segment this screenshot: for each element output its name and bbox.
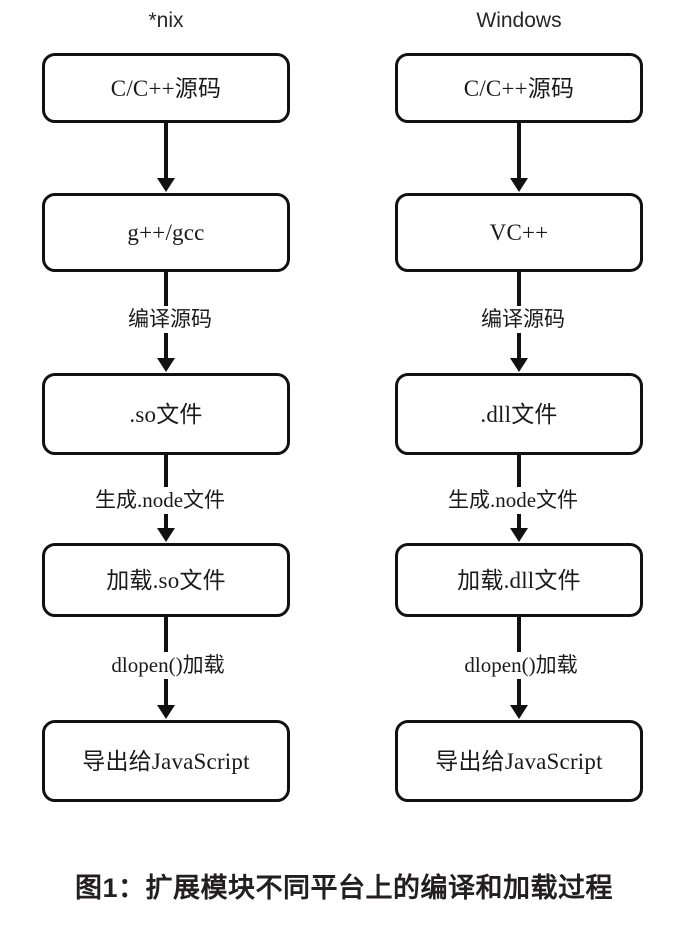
node-label: .dll文件 xyxy=(480,401,558,427)
arrow-nix-1 xyxy=(164,123,168,179)
edge-label-windows-compile: 编译源码 xyxy=(395,306,651,333)
node-windows-source: C/C++源码 xyxy=(395,53,643,123)
edge-label-nix-compile: 编译源码 xyxy=(42,306,298,333)
node-label: 导出给JavaScript xyxy=(82,748,250,774)
node-nix-load-so: 加载.so文件 xyxy=(42,543,290,617)
column-header-windows: Windows xyxy=(476,9,562,32)
node-windows-load-dll: 加载.dll文件 xyxy=(395,543,643,617)
node-windows-compiler: VC++ xyxy=(395,193,643,272)
node-label: C/C++源码 xyxy=(463,75,575,101)
column-header-nix: *nix xyxy=(148,9,184,32)
node-windows-dll-file: .dll文件 xyxy=(395,373,643,455)
node-nix-source: C/C++源码 xyxy=(42,53,290,123)
node-label: C/C++源码 xyxy=(110,75,222,101)
node-nix-so-file: .so文件 xyxy=(42,373,290,455)
edge-label-windows-dlopen: dlopen()加载 xyxy=(393,652,649,679)
edge-label-windows-node-file: 生成.node文件 xyxy=(385,487,641,514)
figure-caption: 图1：扩展模块不同平台上的编译和加载过程 xyxy=(74,873,613,903)
node-nix-export-js: 导出给JavaScript xyxy=(42,720,290,802)
node-label: 加载.so文件 xyxy=(106,567,226,593)
arrow-windows-1 xyxy=(517,123,521,179)
node-label: g++/gcc xyxy=(127,220,205,245)
node-nix-compiler: g++/gcc xyxy=(42,193,290,272)
node-label: VC++ xyxy=(489,220,549,245)
edge-label-nix-dlopen: dlopen()加载 xyxy=(40,652,296,679)
node-label: 加载.dll文件 xyxy=(457,567,581,593)
edge-label-nix-node-file: 生成.node文件 xyxy=(32,487,288,514)
node-windows-export-js: 导出给JavaScript xyxy=(395,720,643,802)
node-label: .so文件 xyxy=(129,401,203,427)
node-label: 导出给JavaScript xyxy=(435,748,603,774)
